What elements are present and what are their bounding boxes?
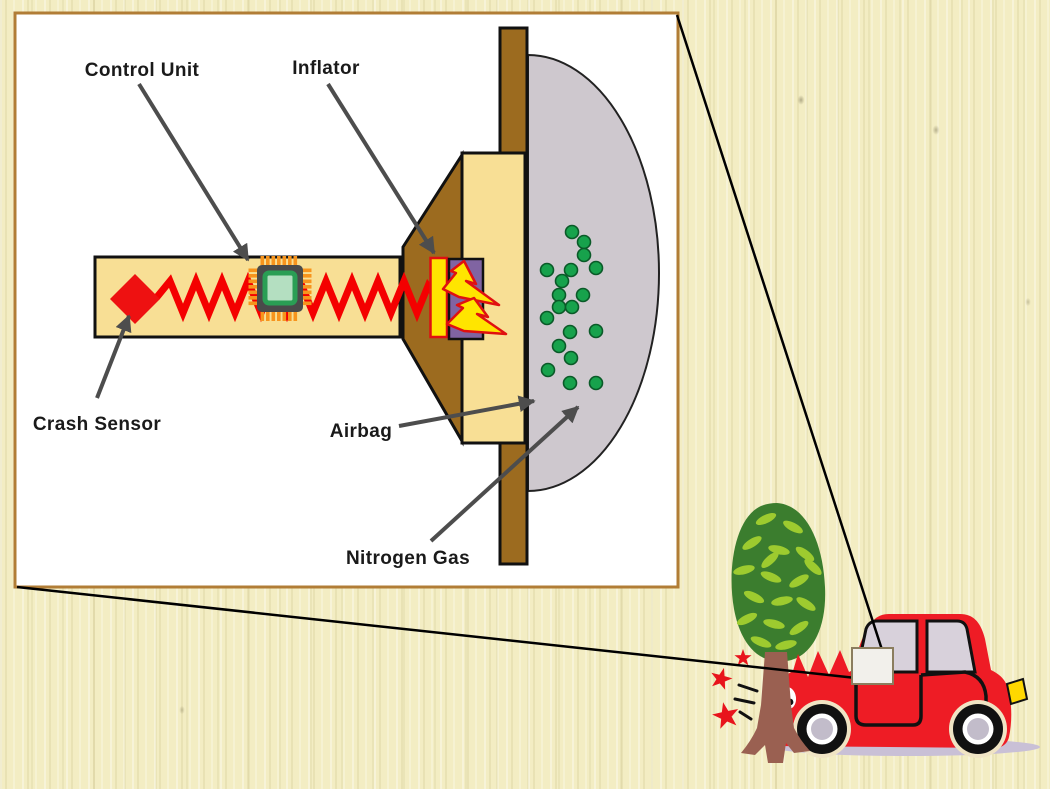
label-crash-sensor: Crash Sensor bbox=[33, 414, 162, 435]
impact-dash bbox=[738, 710, 753, 721]
gas-dot-icon bbox=[563, 350, 579, 366]
rear-window bbox=[925, 619, 977, 674]
tree-foliage bbox=[731, 503, 826, 662]
inflator-igniter bbox=[429, 256, 508, 341]
airbag-arrow bbox=[398, 395, 536, 428]
label-control-unit: Control Unit bbox=[85, 60, 200, 81]
nitrogen-gas-dots bbox=[539, 224, 604, 391]
label-airbag: Airbag bbox=[330, 421, 393, 442]
tail-light bbox=[1005, 677, 1029, 706]
front-wheel bbox=[793, 700, 851, 758]
spark-star-icon bbox=[712, 702, 739, 729]
chip-pins bbox=[248, 256, 312, 321]
nitrogen-gas-arrow bbox=[429, 405, 580, 543]
impact-dash bbox=[737, 683, 759, 693]
label-nitrogen-gas: Nitrogen Gas bbox=[346, 548, 470, 569]
control-unit-chip-icon bbox=[248, 256, 312, 321]
gas-dot-icon bbox=[562, 324, 578, 340]
tree-trunk bbox=[741, 652, 810, 763]
callout-inset-panel: Control Unit Inflator Crash Sensor Airba… bbox=[13, 11, 680, 589]
gas-dot-icon bbox=[539, 310, 555, 326]
callout-line-top bbox=[675, 14, 886, 657]
callout-leader bbox=[16, 14, 894, 685]
lightning-bolt-icon bbox=[441, 259, 501, 307]
gas-dot-icon bbox=[551, 338, 567, 354]
crash-sensor-diamond-icon bbox=[110, 274, 160, 324]
control-unit-arrow bbox=[137, 82, 250, 262]
gas-dot-icon bbox=[588, 375, 604, 391]
callout-target-box bbox=[851, 647, 894, 685]
gas-dot-icon bbox=[576, 234, 592, 250]
gas-dot-icon bbox=[588, 260, 604, 276]
gas-dot-icon bbox=[575, 287, 591, 303]
gas-dot-icon bbox=[551, 299, 567, 315]
callout-line-bottom bbox=[16, 585, 857, 680]
tree-leaves bbox=[733, 512, 822, 650]
gas-dot-icon bbox=[540, 362, 556, 378]
gas-dot-icon bbox=[562, 375, 578, 391]
gas-dot-icon bbox=[539, 262, 555, 278]
rear-wheel bbox=[949, 700, 1007, 758]
crash-scene bbox=[711, 503, 1040, 763]
lightning-bolt-icon bbox=[445, 296, 508, 336]
gas-dot-icon bbox=[564, 224, 580, 240]
impact-sparks bbox=[711, 649, 759, 729]
inflator-arrow bbox=[326, 82, 436, 255]
spark-star-icon bbox=[734, 649, 752, 666]
gas-dot-icon bbox=[563, 262, 579, 278]
crash-sensor-arrow bbox=[95, 314, 132, 399]
trunk-seam bbox=[920, 670, 988, 746]
gas-dot-icon bbox=[554, 273, 570, 289]
impact-dash bbox=[733, 697, 756, 705]
gas-dot-icon bbox=[588, 323, 604, 339]
igniter-strip bbox=[429, 256, 449, 339]
diagram-labels: Control Unit Inflator Crash Sensor Airba… bbox=[33, 58, 580, 569]
gas-dot-icon bbox=[551, 287, 567, 303]
chip-core bbox=[262, 270, 298, 306]
sensor-module bbox=[93, 255, 439, 339]
spark-star-icon bbox=[711, 667, 733, 690]
gas-dot-icon bbox=[576, 247, 592, 263]
label-inflator: Inflator bbox=[292, 58, 360, 79]
door-outline bbox=[854, 675, 923, 727]
gas-dot-icon bbox=[564, 299, 580, 315]
